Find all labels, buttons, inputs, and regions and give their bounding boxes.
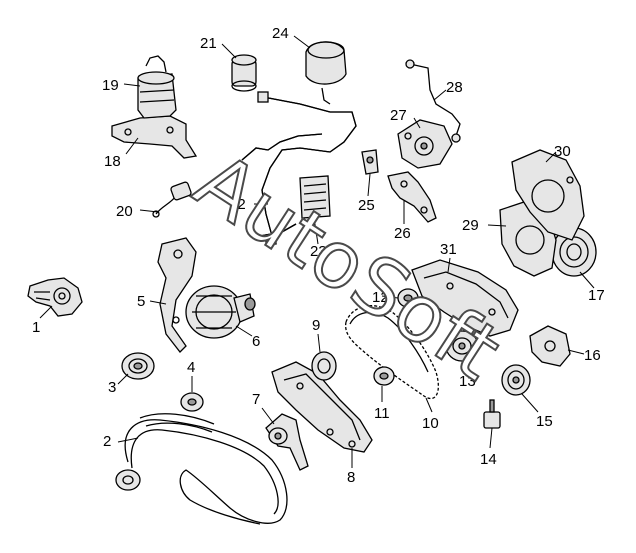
callout-20: 20 [116,203,133,220]
part-reservoir [305,41,347,105]
part-coolant-pipes [241,91,357,245]
callout-16: 16 [584,347,601,364]
callout-21: 21 [200,35,217,52]
callout-12: 12 [372,289,389,306]
callout-13: 13 [459,373,476,390]
part-mount-bracket [529,325,571,367]
callout-3: 3 [108,379,116,396]
part-drive-belt [115,413,288,525]
part-pump-bracket [387,171,437,223]
part-control-valve [361,149,379,175]
part-tensioner-pulley [311,351,337,381]
part-filter-bracket [111,115,198,159]
callout-15: 15 [536,413,553,430]
callout-17: 17 [588,287,605,304]
callout-29: 29 [462,217,479,234]
part-sensor [483,399,501,429]
part-idler-pulley [121,352,155,380]
callout-31: 31 [440,241,457,258]
callout-6: 6 [252,333,260,350]
part-upper-timing-cover [411,259,519,337]
part-fuel-line [405,59,461,143]
callout-4: 4 [187,359,195,376]
callout-28: 28 [446,79,463,96]
part-injection-pump [397,119,453,169]
callout-9: 9 [312,317,320,334]
callout-22: 22 [229,196,246,213]
callout-7: 7 [252,391,260,408]
part-cam-sprocket [445,330,479,362]
part-crank-pulley [501,364,531,396]
part-guide-roller [373,366,395,386]
callout-2: 2 [103,433,111,450]
callout-24: 24 [272,25,289,42]
callout-10: 10 [422,415,439,432]
callout-8: 8 [347,469,355,486]
part-alternator-bracket [157,237,197,353]
part-water-pump-housing [27,277,83,317]
leader-lines [39,35,595,468]
part-small-pulley [180,392,204,412]
callout-25: 25 [358,197,375,214]
callout-27: 27 [390,107,407,124]
callout-26: 26 [394,225,411,242]
part-oil-cooler [299,175,331,219]
callout-19: 19 [102,77,119,94]
part-alternator [185,285,256,339]
part-belt-tensioner [265,413,309,471]
callout-11: 11 [374,405,390,422]
part-fuel-filter-housing [137,55,177,119]
callout-5: 5 [137,293,145,310]
part-timing-belt [344,305,439,400]
callout-30: 30 [554,143,571,160]
callout-1: 1 [32,319,40,336]
callout-18: 18 [104,153,121,170]
part-oil-filter [231,54,257,92]
callout-14: 14 [480,451,497,468]
callout-23: 23 [310,243,327,260]
